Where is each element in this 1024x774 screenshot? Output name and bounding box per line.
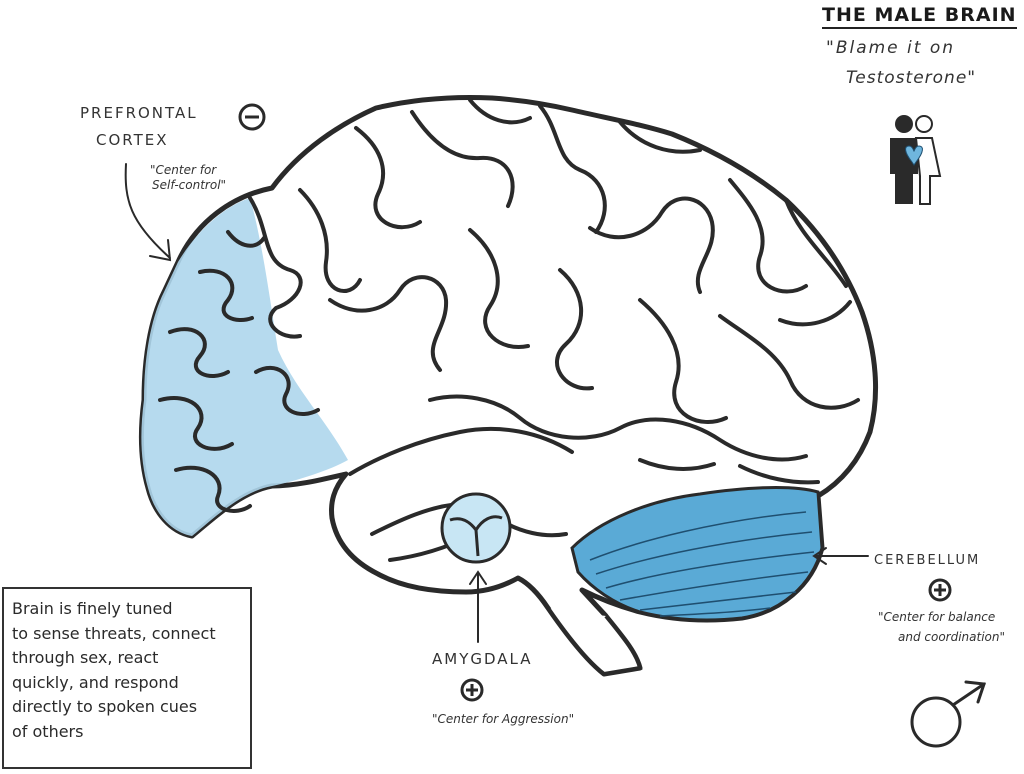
page-title: THE MALE BRAIN [822, 4, 1017, 29]
amygdala-label: AMYGDALA [432, 650, 533, 668]
cerebellum-folds [589, 511, 815, 617]
male-symbol-icon [910, 680, 987, 748]
cerebellum-region [570, 486, 824, 622]
prefrontal-desc-line-1: "Center for [150, 163, 217, 177]
brain-stem [546, 606, 643, 677]
subtitle-line-2: Testosterone" [846, 68, 977, 88]
subtitle-line-1: "Blame it on [826, 38, 956, 58]
amygdala-plus-icon [460, 678, 484, 702]
prefrontal-arrow [124, 163, 172, 262]
cerebellum-desc-line-2: and coordination" [898, 630, 1006, 644]
amygdala-marker [440, 492, 512, 564]
note-box: Brain is finely tuned to sense threats, … [2, 587, 252, 769]
amygdala-desc: "Center for Aggression" [432, 712, 575, 726]
cerebellum-label: CEREBELLUM [874, 553, 981, 568]
prefrontal-desc-line-2: Self-control" [152, 178, 227, 192]
couple-icon [890, 115, 942, 205]
prefrontal-region [141, 198, 348, 536]
minus-symbol-icon [238, 103, 266, 131]
amygdala-arrow [469, 570, 487, 643]
prefrontal-label-line-2: CORTEX [96, 131, 169, 149]
cerebellum-plus-icon [928, 578, 952, 602]
note-text: Brain is finely tuned to sense threats, … [12, 599, 216, 741]
pointer-arrows [124, 163, 869, 643]
cerebellum-desc-line-1: "Center for balance [878, 610, 996, 624]
cerebellum-arrow [812, 547, 869, 565]
brain-folds [158, 98, 860, 562]
prefrontal-label-line-1: PREFRONTAL [80, 104, 198, 122]
brain [138, 94, 878, 677]
